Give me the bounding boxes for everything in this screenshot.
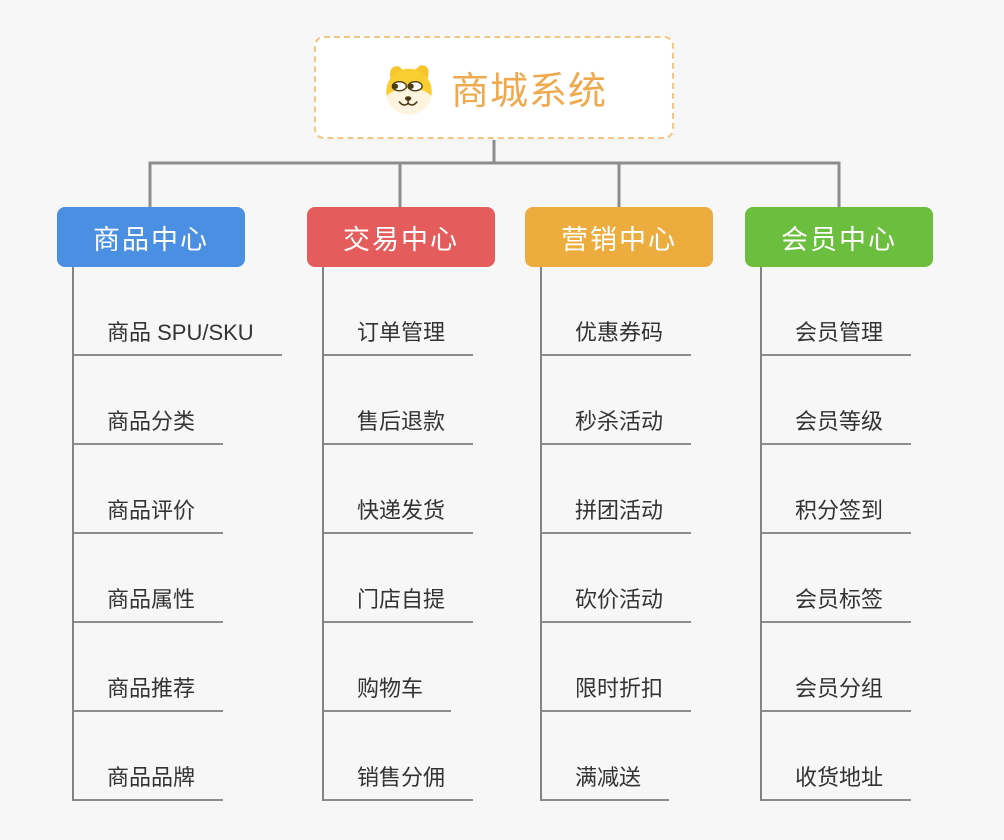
list-item-label: 秒杀活动 xyxy=(542,404,692,445)
branch-2: 营销中心 优惠券码秒杀活动拼团活动砍价活动限时折扣满减送 xyxy=(525,207,713,801)
list-item-label: 优惠券码 xyxy=(542,315,692,356)
list-item[interactable]: 商品推荐 xyxy=(74,623,282,712)
root-topic-title: 商城系统 xyxy=(450,71,607,113)
list-item[interactable]: 商品 SPU/SKU xyxy=(74,267,282,356)
list-item[interactable]: 会员标签 xyxy=(762,534,933,623)
list-item-label: 会员分组 xyxy=(762,671,912,712)
branch-header[interactable]: 商品中心 xyxy=(57,207,245,267)
list-item[interactable]: 拼团活动 xyxy=(542,445,713,534)
list-item-label: 门店自提 xyxy=(324,582,474,623)
list-item-label: 积分签到 xyxy=(762,493,912,534)
list-item-label: 限时折扣 xyxy=(542,671,692,712)
list-item[interactable]: 限时折扣 xyxy=(542,623,713,712)
list-item-label: 商品品牌 xyxy=(74,760,224,801)
list-item[interactable]: 砍价活动 xyxy=(542,534,713,623)
branch-header[interactable]: 交易中心 xyxy=(307,207,495,267)
list-item[interactable]: 快递发货 xyxy=(324,445,495,534)
list-item-label: 快递发货 xyxy=(324,493,474,534)
list-item-label: 商品评价 xyxy=(74,493,224,534)
list-item-label: 商品属性 xyxy=(74,582,224,623)
branch-item-list: 优惠券码秒杀活动拼团活动砍价活动限时折扣满减送 xyxy=(540,267,713,801)
list-item[interactable]: 积分签到 xyxy=(762,445,933,534)
list-item[interactable]: 会员管理 xyxy=(762,267,933,356)
list-item-label: 满减送 xyxy=(542,760,670,801)
list-item-label: 购物车 xyxy=(324,671,452,712)
list-item[interactable]: 满减送 xyxy=(542,712,713,801)
list-item-label: 会员等级 xyxy=(762,404,912,445)
list-item-label: 商品推荐 xyxy=(74,671,224,712)
shiba-dog-icon xyxy=(386,64,432,114)
list-item[interactable]: 会员分组 xyxy=(762,623,933,712)
list-item-label: 商品 SPU/SKU xyxy=(74,315,282,356)
list-item[interactable]: 销售分佣 xyxy=(324,712,495,801)
list-item[interactable]: 商品评价 xyxy=(74,445,282,534)
list-item-label: 商品分类 xyxy=(74,404,224,445)
list-item[interactable]: 商品分类 xyxy=(74,356,282,445)
root-topic[interactable]: 商城系统 xyxy=(314,36,674,139)
list-item[interactable]: 秒杀活动 xyxy=(542,356,713,445)
list-item-label: 售后退款 xyxy=(324,404,474,445)
list-item-label: 收货地址 xyxy=(762,760,912,801)
list-item-label: 拼团活动 xyxy=(542,493,692,534)
branch-3: 会员中心 会员管理会员等级积分签到会员标签会员分组收货地址 xyxy=(745,207,933,801)
list-item-label: 砍价活动 xyxy=(542,582,692,623)
branch-header[interactable]: 营销中心 xyxy=(525,207,713,267)
list-item[interactable]: 订单管理 xyxy=(324,267,495,356)
list-item-label: 订单管理 xyxy=(324,315,474,356)
list-item[interactable]: 购物车 xyxy=(324,623,495,712)
branch-header[interactable]: 会员中心 xyxy=(745,207,933,267)
list-item[interactable]: 优惠券码 xyxy=(542,267,713,356)
list-item[interactable]: 收货地址 xyxy=(762,712,933,801)
list-item[interactable]: 商品属性 xyxy=(74,534,282,623)
list-item[interactable]: 会员等级 xyxy=(762,356,933,445)
list-item-label: 销售分佣 xyxy=(324,760,474,801)
branch-item-list: 订单管理售后退款快递发货门店自提购物车销售分佣 xyxy=(322,267,495,801)
branch-item-list: 会员管理会员等级积分签到会员标签会员分组收货地址 xyxy=(760,267,933,801)
list-item-label: 会员管理 xyxy=(762,315,912,356)
list-item-label: 会员标签 xyxy=(762,582,912,623)
list-item[interactable]: 门店自提 xyxy=(324,534,495,623)
branch-item-list: 商品 SPU/SKU 商品分类商品评价商品属性商品推荐商品品牌 xyxy=(72,267,282,801)
branch-1: 交易中心 订单管理售后退款快递发货门店自提购物车销售分佣 xyxy=(307,207,495,801)
branch-0: 商品中心 商品 SPU/SKU 商品分类商品评价商品属性商品推荐商品品牌 xyxy=(57,207,282,801)
list-item[interactable]: 售后退款 xyxy=(324,356,495,445)
list-item[interactable]: 商品品牌 xyxy=(74,712,282,801)
